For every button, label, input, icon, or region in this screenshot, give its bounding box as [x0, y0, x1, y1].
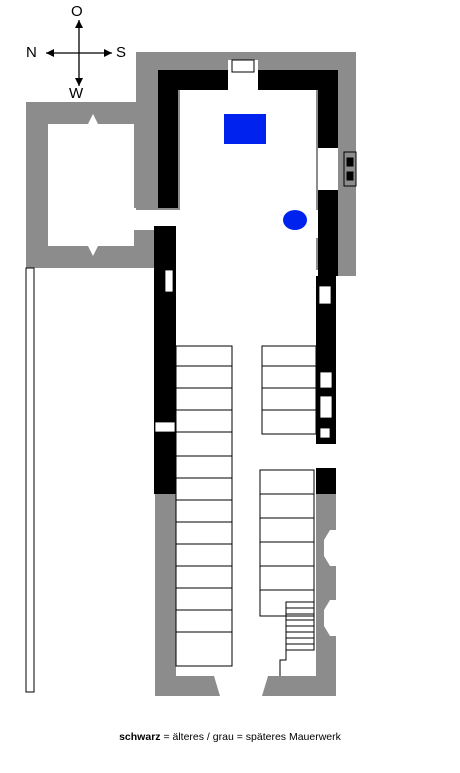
compass-label-bottom: W: [69, 85, 84, 102]
wall-openings: [154, 269, 333, 439]
annex-interior: [48, 114, 134, 256]
legend-older-term: schwarz: [119, 731, 161, 743]
legend-later-text: = späteres Mauerwerk: [236, 731, 341, 743]
window-top: [231, 59, 255, 73]
legend-older-text: = älteres /: [163, 731, 210, 743]
compass-icon: [46, 20, 112, 86]
compass-label-top: O: [71, 3, 83, 20]
altar-icon: [224, 114, 266, 144]
window-upper-right: [343, 151, 357, 187]
boundary-wall: [25, 267, 35, 693]
legend: schwarz = älteres / grau = späteres Maue…: [0, 731, 460, 743]
compass-label-right: S: [116, 44, 127, 61]
compass-label-left: N: [26, 44, 37, 61]
pews-right-upper: [261, 345, 317, 435]
nave-interior: [176, 60, 338, 696]
pews-left: [175, 345, 233, 667]
legend-later-term: grau: [212, 731, 234, 743]
pews-right-lower: [259, 469, 315, 617]
staircase-icon: [279, 601, 315, 676]
lower-right-niches: [324, 530, 336, 636]
font-icon: [283, 210, 307, 230]
